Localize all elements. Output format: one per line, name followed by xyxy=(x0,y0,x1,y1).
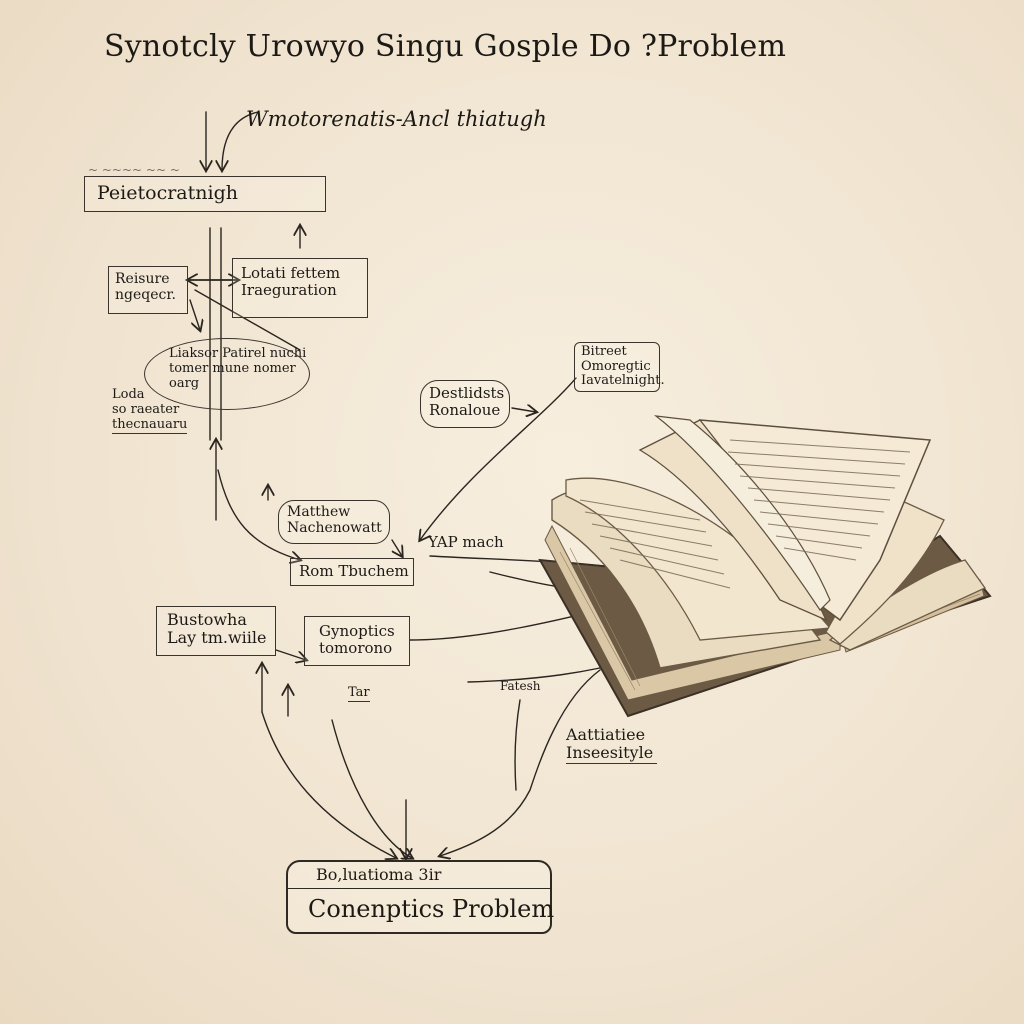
box-rom-label: Rom Tbuchem xyxy=(299,562,409,580)
box-bustowha-line: Bustowha xyxy=(167,610,247,629)
oval-liaksor: Liaksor Patirel nuchi tomer mune nomer o… xyxy=(144,338,310,410)
box-aattiatiee-line: Inseesityle xyxy=(566,742,654,762)
box-aattiatiee: Aattiatiee Inseesityle xyxy=(566,725,658,765)
label-fatesh: Fatesh xyxy=(500,679,541,693)
box-reisure: Reisure ngeqecr. xyxy=(108,266,188,314)
oval-matthew-line: Nachenowatt xyxy=(287,520,382,537)
left-notes: Loda so raeater thecnauaru xyxy=(112,387,188,434)
left-note-line: so raeater xyxy=(112,401,180,417)
box-lotati-line: Lotati fettem xyxy=(241,264,341,282)
arrow-bustowha-gynoptics xyxy=(275,649,306,660)
label-yap: YAP mach xyxy=(428,533,504,551)
box-bitreet-line: Omoregtic xyxy=(581,358,651,374)
line-bitreet-rom xyxy=(420,377,577,540)
box-destlidsts: Destlidsts Ronaloue xyxy=(420,380,510,428)
diagram-title: Synotcly Urowyo Singu Gosple Do ?Problem xyxy=(104,29,787,64)
arrow-matthew-down xyxy=(391,539,402,556)
box-destlidsts-line: Ronaloue xyxy=(429,401,501,420)
diagram-subtitle: Wmotorenatis-Ancl thiatugh xyxy=(246,107,547,131)
curve-left-banner xyxy=(261,711,396,858)
oval-matthew-line: Matthew xyxy=(287,504,351,520)
oval-liaksor-line: Liaksor Patirel xyxy=(169,346,266,361)
box-lotati: Lotati fettem Iraeguration xyxy=(232,258,368,318)
oval-matthew: Matthew Nachenowatt xyxy=(278,500,390,544)
arrow-reisure-down xyxy=(189,299,200,330)
banner-top-label: Bo,luatioma 3ir xyxy=(316,865,442,884)
label-tar: Tar xyxy=(348,685,370,702)
line-reisure-oval xyxy=(194,289,301,351)
line-aattiatiee xyxy=(514,699,521,791)
top-box: Peietocratnigh xyxy=(84,176,326,212)
top-box-note: ~ ~~~~ ~~ ~ xyxy=(88,163,180,177)
oval-liaksor-line: nuchi tomer mune xyxy=(169,346,307,376)
box-gynoptics-line: Gynoptics xyxy=(319,622,395,640)
arrow-destlidsts xyxy=(511,408,536,412)
box-lotati-line: Iraeguration xyxy=(241,281,337,300)
box-bustowha-line: Lay tm.wiile xyxy=(167,628,267,648)
banner-main-label: Conenptics Problem xyxy=(308,895,555,923)
left-note-line: Loda xyxy=(112,387,145,402)
box-bitreet: Bitreet Omoregtic Iavatelnight. xyxy=(574,342,665,392)
curve-spine-rom xyxy=(217,469,300,560)
box-bitreet-line: Bitreet xyxy=(581,344,627,359)
box-rom: Rom Tbuchem xyxy=(290,558,414,586)
arrow-subtitle-curve xyxy=(222,111,259,170)
box-bitreet-line: Iavatelnight. xyxy=(581,373,665,389)
top-box-label: Peietocratnigh xyxy=(97,182,238,204)
left-note-line: thecnauaru xyxy=(112,416,188,432)
box-reisure-line: Reisure xyxy=(115,271,170,287)
conclusion-banner: Bo,luatioma 3ir Conenptics Problem xyxy=(286,860,555,934)
box-gynoptics: Gynoptics tomorono xyxy=(304,616,410,666)
oval-liaksor-line: nomer oarg xyxy=(169,360,296,391)
box-destlidsts-line: Destlidsts xyxy=(429,384,505,402)
box-gynoptics-line: tomorono xyxy=(319,639,393,658)
box-bustowha: Bustowha Lay tm.wiile xyxy=(156,606,276,656)
box-reisure-line: ngeqecr. xyxy=(115,287,176,304)
curve-right-banner xyxy=(440,669,601,856)
box-aattiatiee-line: Aattiatiee xyxy=(566,725,646,744)
